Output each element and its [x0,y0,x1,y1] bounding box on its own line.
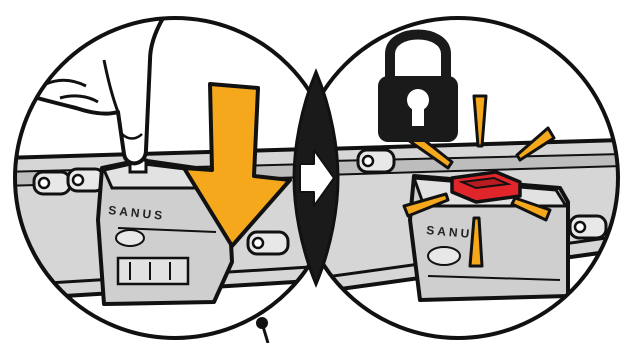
rail-slot [358,150,394,172]
rail-slot [570,216,606,238]
rail-slot [34,172,70,194]
lock-button [452,172,520,202]
rail-slot [248,232,288,254]
callout-pointer [256,317,268,343]
